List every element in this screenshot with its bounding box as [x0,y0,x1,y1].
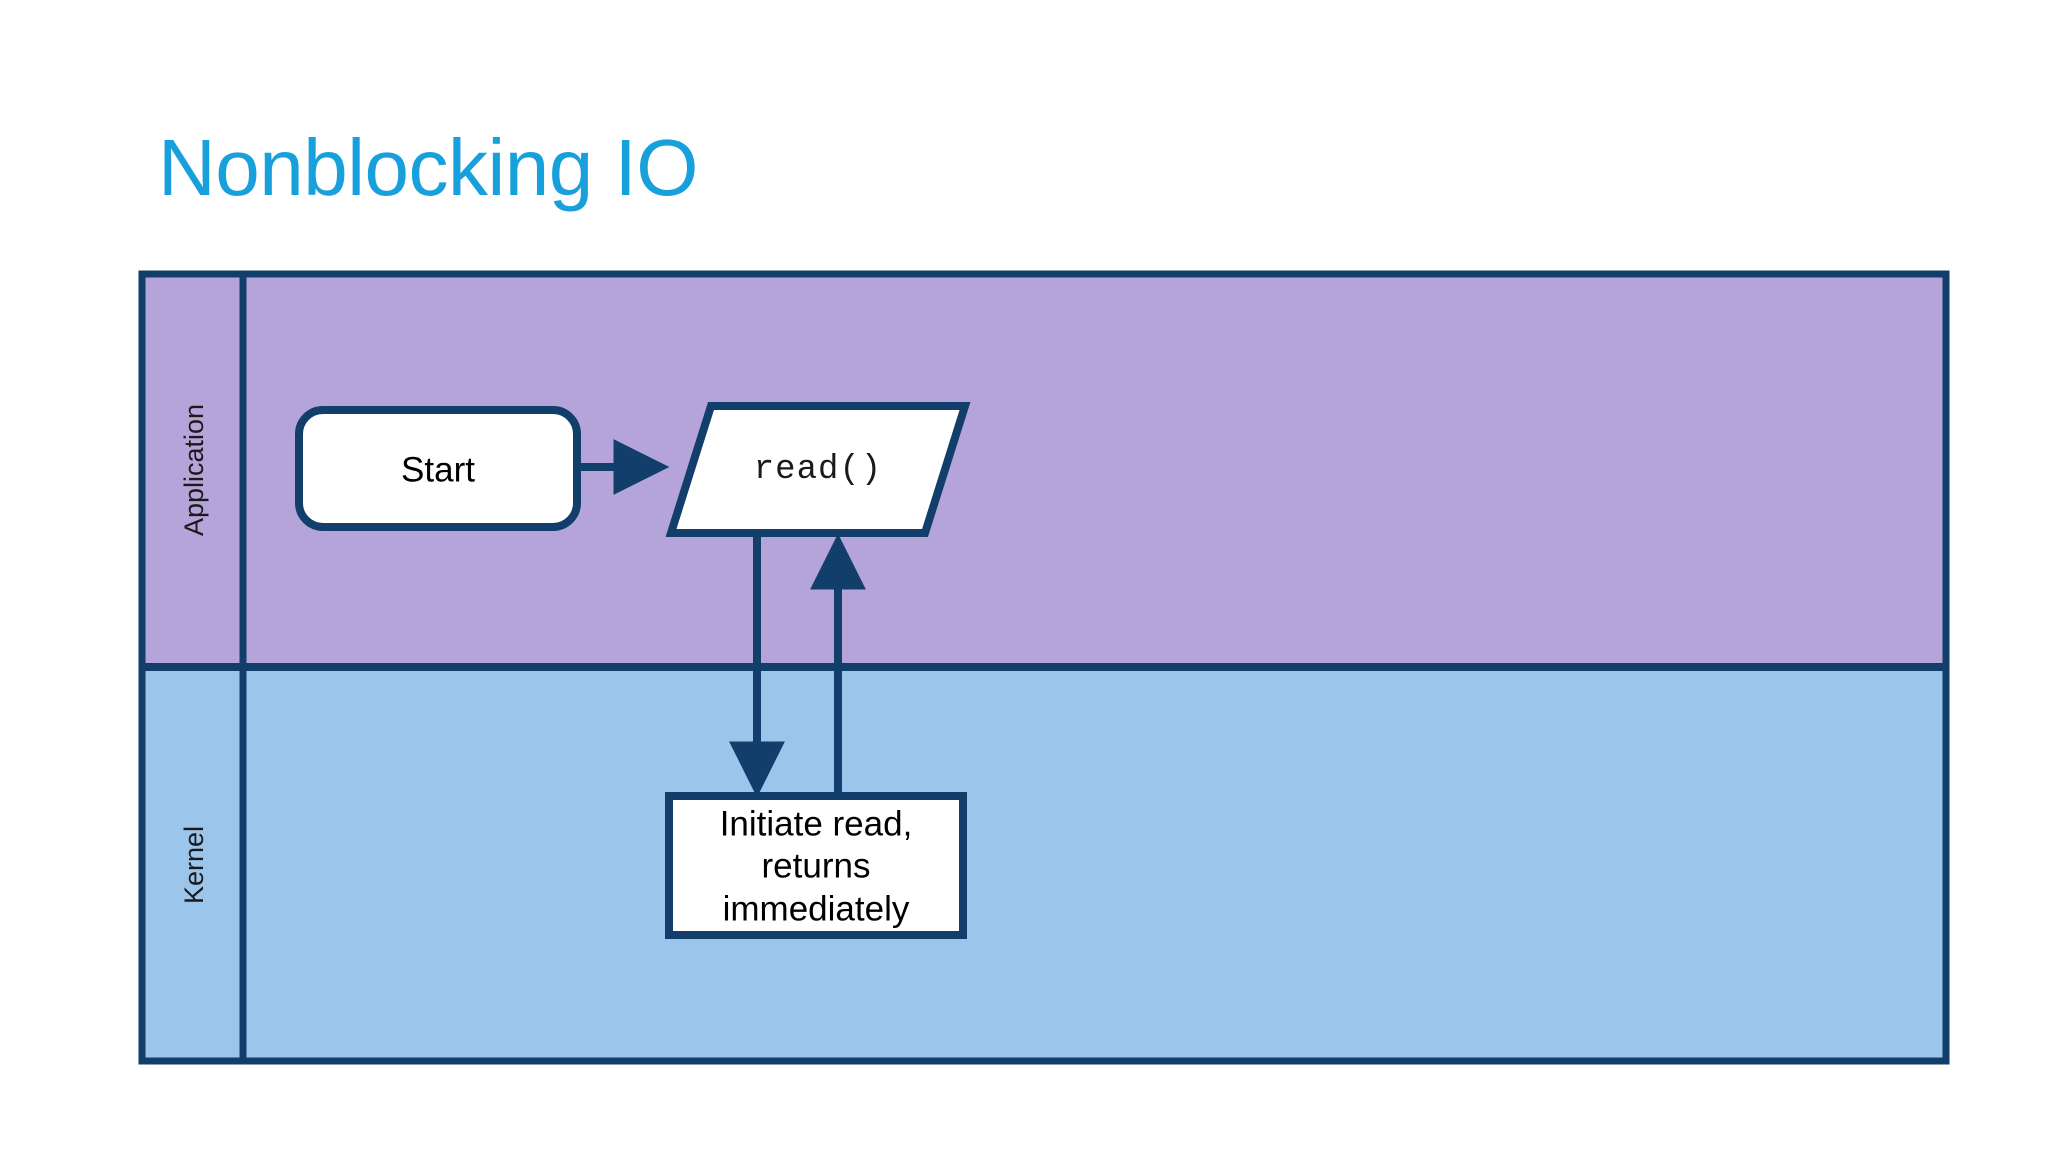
node-start-shape[interactable] [295,406,581,531]
node-initiate-read[interactable]: Initiate read, returns immediately [665,792,967,939]
node-read[interactable]: read() [665,402,971,537]
lane-kernel [142,669,1946,1061]
lane-kernel-body [142,669,1946,1061]
node-start-label: Start [401,451,475,490]
node-initiate-read-label-line3: immediately [723,890,910,929]
node-initiate-read-label-line1: Initiate read, [720,805,913,844]
node-initiate-read-shape[interactable] [665,792,967,939]
node-initiate-read-label-line2: returns [762,847,871,886]
page-title: Nonblocking IO [158,123,698,212]
node-start[interactable]: Start [295,406,581,531]
node-read-label: read() [754,451,882,489]
lane-label-application: Application [179,404,209,536]
node-read-shape[interactable] [665,402,971,537]
lane-label-kernel: Kernel [179,826,209,904]
